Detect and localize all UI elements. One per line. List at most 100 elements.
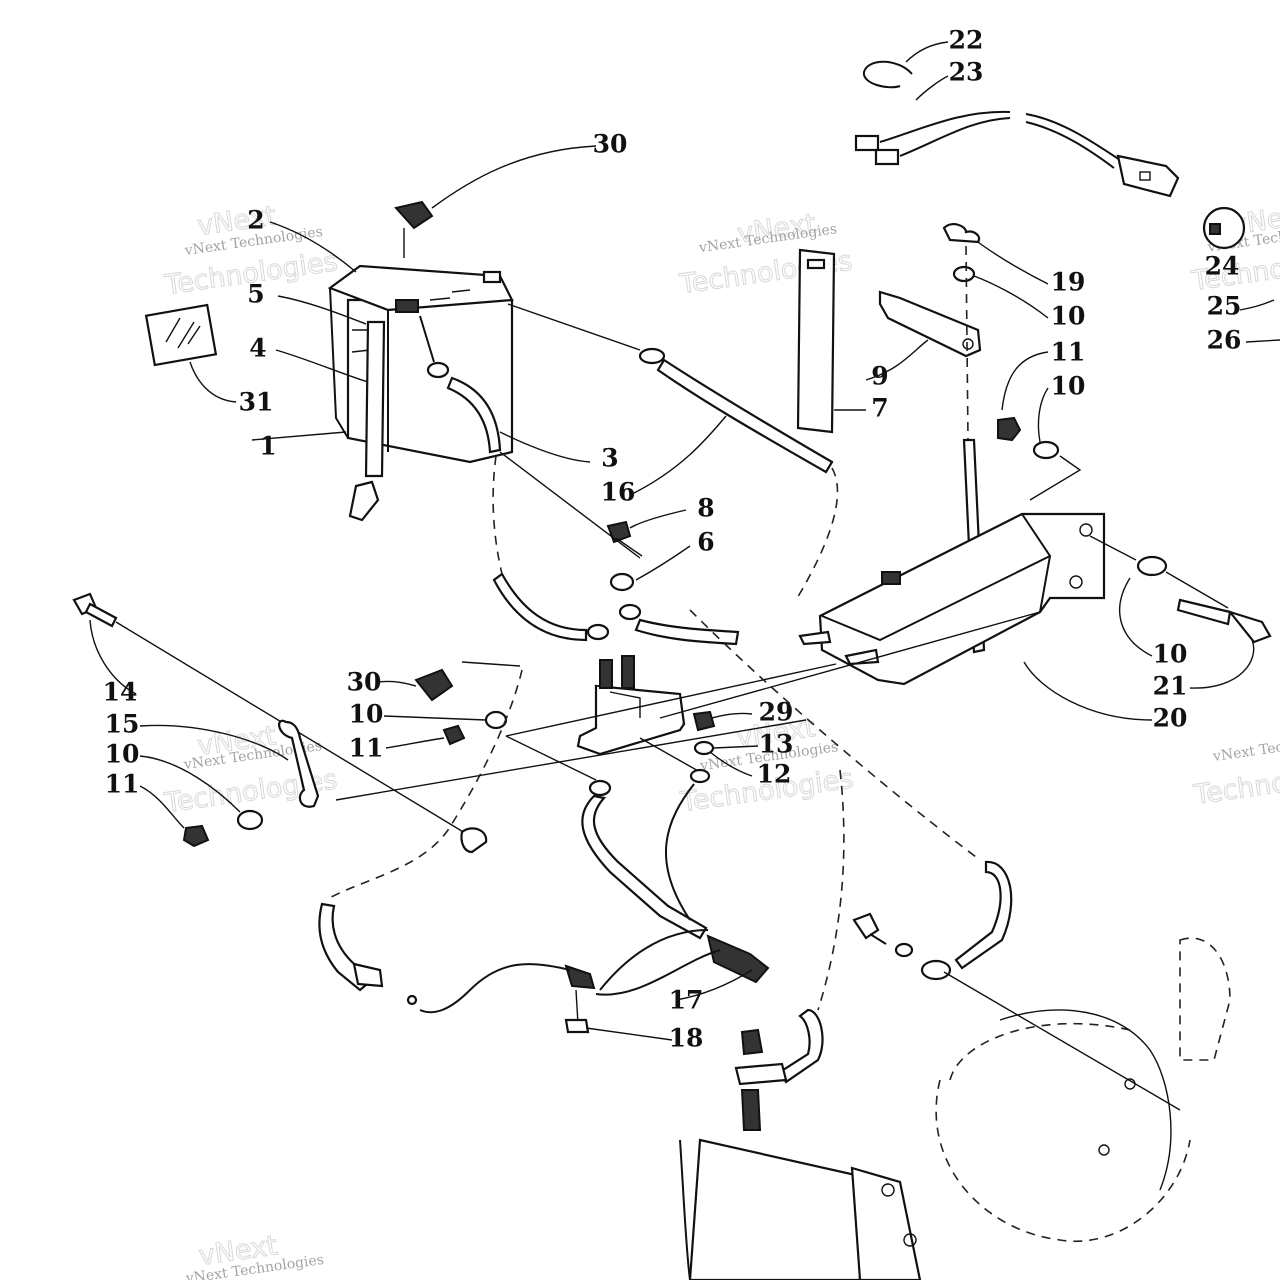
wiring-harness — [854, 110, 1180, 198]
callout-20: 20 — [1153, 704, 1188, 733]
wire-route — [325, 669, 523, 901]
washer-icon — [952, 265, 976, 283]
wire-route — [689, 609, 981, 861]
battery-tray — [798, 512, 1106, 686]
callout-13: 13 — [759, 730, 794, 759]
callout-10: 10 — [1051, 302, 1086, 331]
callout-5: 5 — [247, 280, 264, 309]
callout-31: 31 — [239, 388, 274, 417]
nut-icon — [182, 824, 210, 848]
starter-cable — [920, 860, 1013, 981]
lock-washer-icon — [693, 740, 715, 756]
leader-line — [615, 537, 643, 557]
watermark-line2: vNext Technologies — [1211, 730, 1280, 765]
decal-icon — [144, 303, 218, 367]
leader-line — [505, 663, 837, 737]
watermark-right-edge-mid: vNext Technologies Technologies — [1191, 730, 1280, 812]
washer-icon — [236, 809, 264, 831]
callout-19: 19 — [1051, 268, 1086, 297]
callout-17: 17 — [669, 986, 704, 1015]
callout-10: 10 — [349, 700, 384, 729]
callout-15: 15 — [105, 710, 140, 739]
callout-26: 26 — [1207, 326, 1242, 355]
callout-24: 24 — [1205, 252, 1240, 281]
watermark-group: vNext vNext Technologies Technologies vN… — [162, 199, 1280, 1280]
callout-18: 18 — [669, 1024, 704, 1053]
solenoid-cable — [492, 572, 740, 646]
starter-motor — [679, 1138, 922, 1280]
leader-line — [499, 451, 641, 559]
clamp-icon — [460, 827, 488, 854]
battery-positive-cable — [419, 315, 502, 454]
wing-nut-icon — [942, 223, 981, 244]
callout-16: 16 — [601, 478, 636, 507]
callout-10: 10 — [1051, 372, 1086, 401]
callout-22: 22 — [949, 26, 984, 55]
callout-30: 30 — [593, 130, 628, 159]
callout-10: 10 — [1153, 640, 1188, 669]
leader-line — [461, 661, 521, 667]
leader-line — [1029, 455, 1082, 501]
bolt-icon — [852, 912, 914, 958]
wire-harness-lower — [318, 902, 721, 1014]
bolt-icon — [1176, 598, 1272, 644]
callout-6: 6 — [697, 528, 714, 557]
callout-11: 11 — [349, 734, 384, 763]
battery — [327, 264, 514, 464]
connector-icon — [706, 934, 770, 984]
starter-terminal — [734, 1008, 824, 1131]
leader-line — [659, 611, 1041, 719]
battery-negative-cable — [507, 303, 834, 474]
callout-21: 21 — [1153, 672, 1188, 701]
bolt-icon — [72, 592, 118, 628]
callout-7: 7 — [871, 394, 888, 423]
nut-icon — [606, 520, 632, 544]
battery-strap — [348, 320, 386, 522]
terminal-cap-icon — [394, 200, 434, 258]
ground-cable — [581, 779, 708, 940]
wire-route — [817, 769, 845, 1011]
leader-line — [505, 735, 597, 781]
battery-bracket — [878, 290, 982, 358]
callout-14: 14 — [103, 678, 138, 707]
lock-washer-icon — [609, 572, 635, 592]
ring-terminal-icon — [564, 989, 590, 1034]
callout-4: 4 — [249, 334, 266, 363]
solenoid — [576, 655, 686, 756]
callout-3: 3 — [601, 444, 618, 473]
watermark-line3: Technologies — [1191, 756, 1280, 811]
wire-clip-icon — [863, 60, 913, 89]
leader-line — [335, 719, 807, 801]
callout-labels: 1 2 3 4 5 6 7 8 9 10 10 10 10 10 11 11 1… — [103, 26, 1242, 1053]
leader-line — [639, 737, 701, 773]
callout-2: 2 — [247, 206, 264, 235]
leader-line — [1089, 535, 1229, 609]
callout-23: 23 — [949, 58, 984, 87]
callout-25: 25 — [1207, 292, 1242, 321]
callout-12: 12 — [757, 760, 792, 789]
callout-1: 1 — [259, 432, 276, 461]
cable-wire — [665, 768, 711, 921]
clamp-icon — [278, 719, 320, 808]
washer-icon — [1032, 440, 1060, 460]
washer-icon — [1136, 555, 1168, 577]
washer-icon — [484, 710, 508, 730]
terminal-cap-icon — [414, 668, 454, 702]
hold-down-strap — [796, 248, 836, 434]
callout-10: 10 — [105, 740, 140, 769]
callout-8: 8 — [697, 494, 714, 523]
callout-29: 29 — [759, 698, 794, 727]
callout-11: 11 — [105, 770, 140, 799]
callout-leaders — [89, 41, 1280, 1041]
nut-icon — [442, 724, 466, 746]
callout-30: 30 — [347, 668, 382, 697]
nut-icon — [997, 416, 1022, 442]
leader-line — [943, 971, 1181, 1111]
switch-icon — [1202, 206, 1246, 250]
wire-route — [795, 467, 839, 601]
engine-outline — [935, 937, 1231, 1243]
callout-11: 11 — [1051, 338, 1086, 367]
watermark-bottom-left: vNext vNext Technologies — [184, 1230, 325, 1280]
callout-9: 9 — [871, 362, 888, 391]
